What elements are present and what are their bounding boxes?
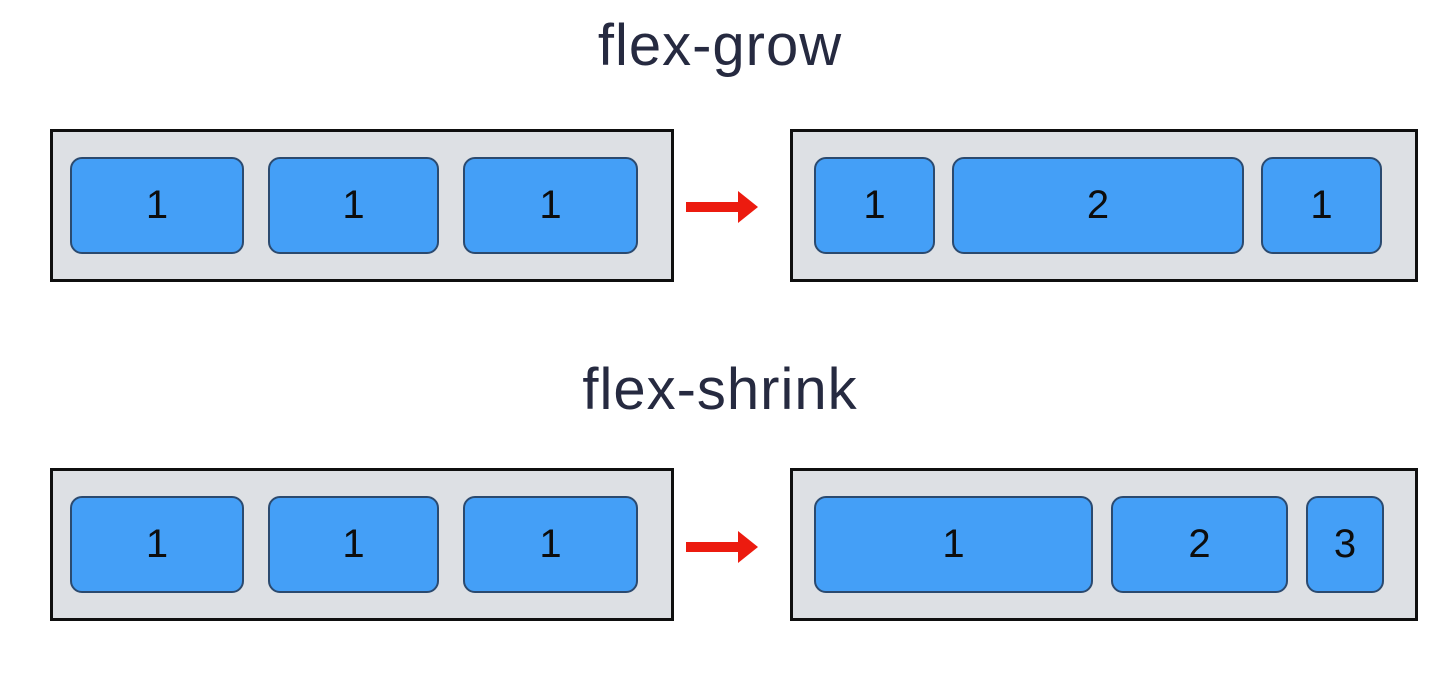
flex-item: 1 [1261,157,1382,254]
right-arrow-icon [686,190,758,224]
flex-item: 1 [814,157,935,254]
flex-shrink-after-container: 1 2 3 [790,468,1418,621]
flex-item: 1 [814,496,1093,593]
flex-item: 1 [268,157,439,254]
right-arrow-icon [686,530,758,564]
flex-grow-before-container: 1 1 1 [50,129,674,282]
flex-item: 1 [70,157,244,254]
flex-item: 2 [952,157,1244,254]
flex-item: 2 [1111,496,1288,593]
flex-grow-after-container: 1 2 1 [790,129,1418,282]
flex-shrink-title: flex-shrink [582,357,858,422]
flex-item: 1 [463,496,638,593]
flex-item: 3 [1306,496,1384,593]
flex-item: 1 [70,496,244,593]
flex-grow-title: flex-grow [597,13,843,78]
flex-shrink-before-container: 1 1 1 [50,468,674,621]
flex-item: 1 [268,496,439,593]
flex-item: 1 [463,157,638,254]
